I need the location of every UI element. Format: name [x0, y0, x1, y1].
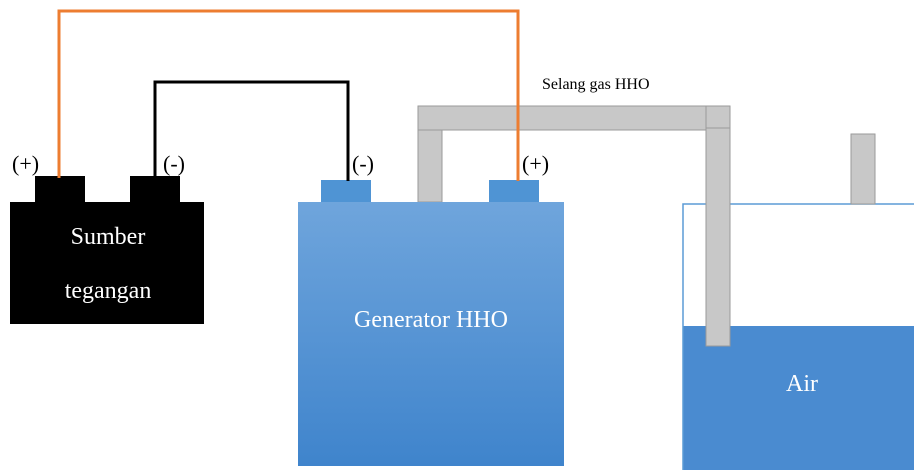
tank-outline — [682, 203, 914, 470]
water-tank: Air — [682, 133, 914, 470]
water-fill — [683, 326, 914, 470]
battery-negative-terminal — [130, 176, 180, 204]
hose-horizontal — [417, 105, 731, 131]
generator-label: Generator HHO — [354, 307, 508, 333]
hose-vertical-right-front — [705, 127, 731, 347]
generator-plus-label: (+) — [522, 151, 549, 176]
negative-wire — [153, 80, 350, 181]
battery-minus-label: (-) — [163, 151, 185, 176]
battery-plus-label: (+) — [12, 151, 39, 176]
hose-label: Selang gas HHO — [542, 76, 650, 93]
battery-positive-terminal — [35, 176, 85, 204]
generator-negative-terminal — [321, 180, 371, 202]
battery-label-line1: Sumber — [71, 224, 146, 250]
generator-positive-terminal — [489, 180, 539, 202]
voltage-source: Sumber tegangan — [10, 176, 204, 324]
generator-minus-label: (-) — [352, 151, 374, 176]
generator-body — [298, 202, 564, 466]
hho-generator: Generator HHO — [298, 180, 564, 466]
tank-outlet-pipe — [850, 133, 876, 205]
positive-wire — [57, 9, 520, 181]
battery-body — [10, 202, 204, 324]
water-label: Air — [786, 371, 818, 397]
battery-label-line2: tegangan — [65, 278, 152, 304]
